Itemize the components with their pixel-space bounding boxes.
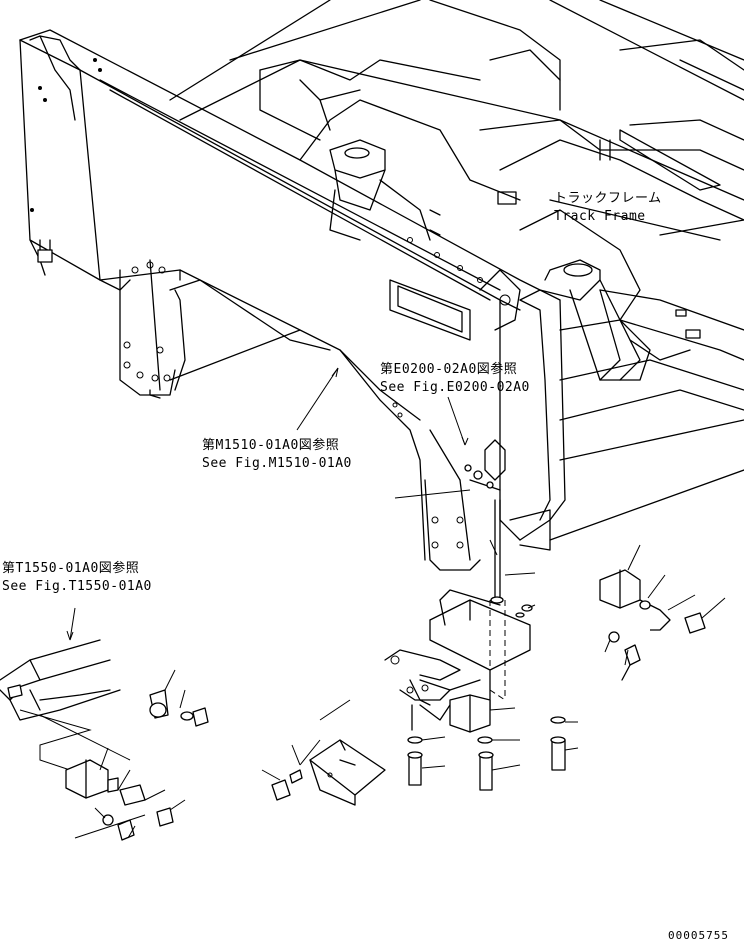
track-frame-label-en: Track Frame xyxy=(554,209,646,224)
bracket-assembly xyxy=(384,439,706,791)
main-frame xyxy=(19,29,641,571)
ref-m1510-jp: 第M1510-01A0図参照 xyxy=(202,438,340,453)
left-assembly xyxy=(0,639,209,841)
drawing-number: 00005755 xyxy=(668,929,729,942)
callout-lines xyxy=(94,539,726,839)
ref-t1550-en: See Fig.T1550-01A0 xyxy=(2,579,152,594)
track-frame-label-jp: トラックフレーム xyxy=(554,191,662,206)
leader-lines xyxy=(66,367,471,641)
ref-e0200-en: See Fig.E0200-02A0 xyxy=(380,380,530,395)
ref-m1510-en: See Fig.M1510-01A0 xyxy=(202,456,352,471)
ref-e0200-jp: 第E0200-02A0図参照 xyxy=(380,362,518,377)
cover-plate xyxy=(261,699,386,806)
ref-t1550-jp: 第T1550-01A0図参照 xyxy=(2,561,140,576)
track-frame xyxy=(169,0,744,541)
